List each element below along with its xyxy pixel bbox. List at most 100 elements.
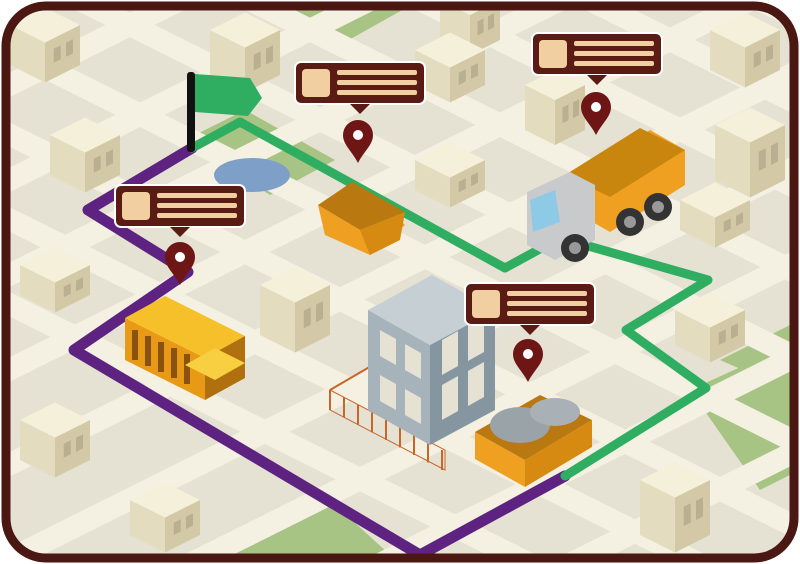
- road: [565, 6, 794, 558]
- card-line: [574, 61, 654, 66]
- window: [471, 172, 478, 187]
- window: [766, 44, 773, 62]
- card-pointer: [587, 75, 607, 85]
- container-side: [525, 420, 592, 487]
- window: [723, 218, 731, 233]
- window: [316, 301, 323, 323]
- location-pin-icon[interactable]: [581, 92, 611, 135]
- card-line: [507, 301, 587, 306]
- dump-truck-icon[interactable]: [527, 128, 685, 262]
- construction-site-icon[interactable]: [329, 275, 495, 471]
- building-roof: [20, 402, 90, 438]
- building-left-face: [20, 265, 55, 313]
- card-line: [507, 291, 587, 296]
- card-line: [157, 213, 237, 218]
- dumpster-inside: [318, 182, 405, 230]
- frame-opening: [405, 389, 421, 424]
- window: [753, 50, 761, 68]
- building: [710, 12, 780, 88]
- location-pin-icon[interactable]: [513, 339, 543, 382]
- gravel-pile: [530, 398, 580, 426]
- building-roof: [415, 142, 485, 178]
- building-left-face: [260, 285, 295, 353]
- road: [6, 6, 535, 558]
- building-left-face: [715, 125, 750, 198]
- building-left-face: [525, 85, 555, 145]
- pin-shape: [581, 92, 611, 135]
- flag-cloth: [195, 74, 262, 116]
- building-right-face: [675, 480, 710, 553]
- frame-opening: [468, 362, 484, 406]
- building: [130, 482, 200, 553]
- window: [186, 513, 193, 530]
- building: [415, 32, 485, 103]
- window: [76, 277, 83, 292]
- frame-opening: [380, 375, 396, 410]
- start-flag-icon[interactable]: [187, 72, 262, 152]
- card-thumbnail: [122, 192, 150, 220]
- building-roof: [50, 117, 120, 153]
- card-pointer: [350, 104, 370, 114]
- flag-pole: [187, 72, 195, 152]
- pin-dot: [523, 349, 533, 359]
- truck-bed-top: [565, 128, 685, 197]
- route-green[interactable]: [187, 117, 713, 481]
- frame-opening: [468, 317, 484, 361]
- building: [10, 7, 80, 83]
- warehouse-door: [132, 330, 138, 360]
- road: [75, 6, 794, 558]
- truck-hub: [624, 216, 636, 228]
- building-right-face: [245, 30, 280, 93]
- window: [303, 307, 311, 329]
- road: [415, 6, 794, 558]
- info-card-icon[interactable]: [114, 184, 246, 237]
- building-right-face: [55, 265, 90, 313]
- window: [106, 149, 113, 167]
- dumpster-side: [360, 212, 405, 255]
- building-roof: [130, 482, 200, 518]
- building-right-face: [295, 285, 330, 353]
- buildings: [10, 6, 785, 553]
- road: [185, 6, 794, 558]
- warehouse-icon[interactable]: [125, 296, 245, 400]
- road: [585, 6, 794, 558]
- building-left-face: [680, 200, 715, 248]
- window: [253, 51, 261, 71]
- pond: [214, 158, 290, 192]
- window: [53, 45, 61, 63]
- frame-opening: [405, 344, 421, 379]
- building-left-face: [20, 420, 55, 478]
- window: [63, 283, 71, 298]
- frame-top: [368, 275, 495, 345]
- building: [415, 142, 485, 208]
- pin-shape: [165, 242, 195, 285]
- building-roof: [675, 292, 745, 328]
- building: [640, 462, 710, 553]
- building-roof: [415, 32, 485, 68]
- building-left-face: [50, 135, 85, 193]
- gravel-container-icon[interactable]: [475, 395, 592, 487]
- location-pin-icon[interactable]: [165, 242, 195, 285]
- window: [93, 155, 101, 173]
- info-card-icon[interactable]: [464, 282, 596, 335]
- info-card-icon[interactable]: [294, 61, 426, 114]
- card-line: [507, 311, 587, 316]
- route-purple[interactable]: [68, 142, 571, 558]
- building-right-face: [470, 6, 500, 55]
- building-right-face: [715, 200, 750, 248]
- truck-windshield: [530, 190, 560, 232]
- window: [488, 13, 494, 31]
- building-right-face: [450, 160, 485, 208]
- building-left-face: [415, 160, 450, 208]
- building-roof: [640, 462, 710, 498]
- dumpster-icon[interactable]: [318, 182, 405, 255]
- frame-opening: [380, 330, 396, 365]
- window: [696, 497, 703, 521]
- window: [63, 440, 71, 458]
- info-card-icon[interactable]: [531, 32, 663, 85]
- frame-opening: [442, 376, 458, 420]
- window: [458, 69, 466, 85]
- window: [173, 519, 181, 535]
- location-pin-icon[interactable]: [343, 120, 373, 163]
- building-right-face: [55, 420, 90, 478]
